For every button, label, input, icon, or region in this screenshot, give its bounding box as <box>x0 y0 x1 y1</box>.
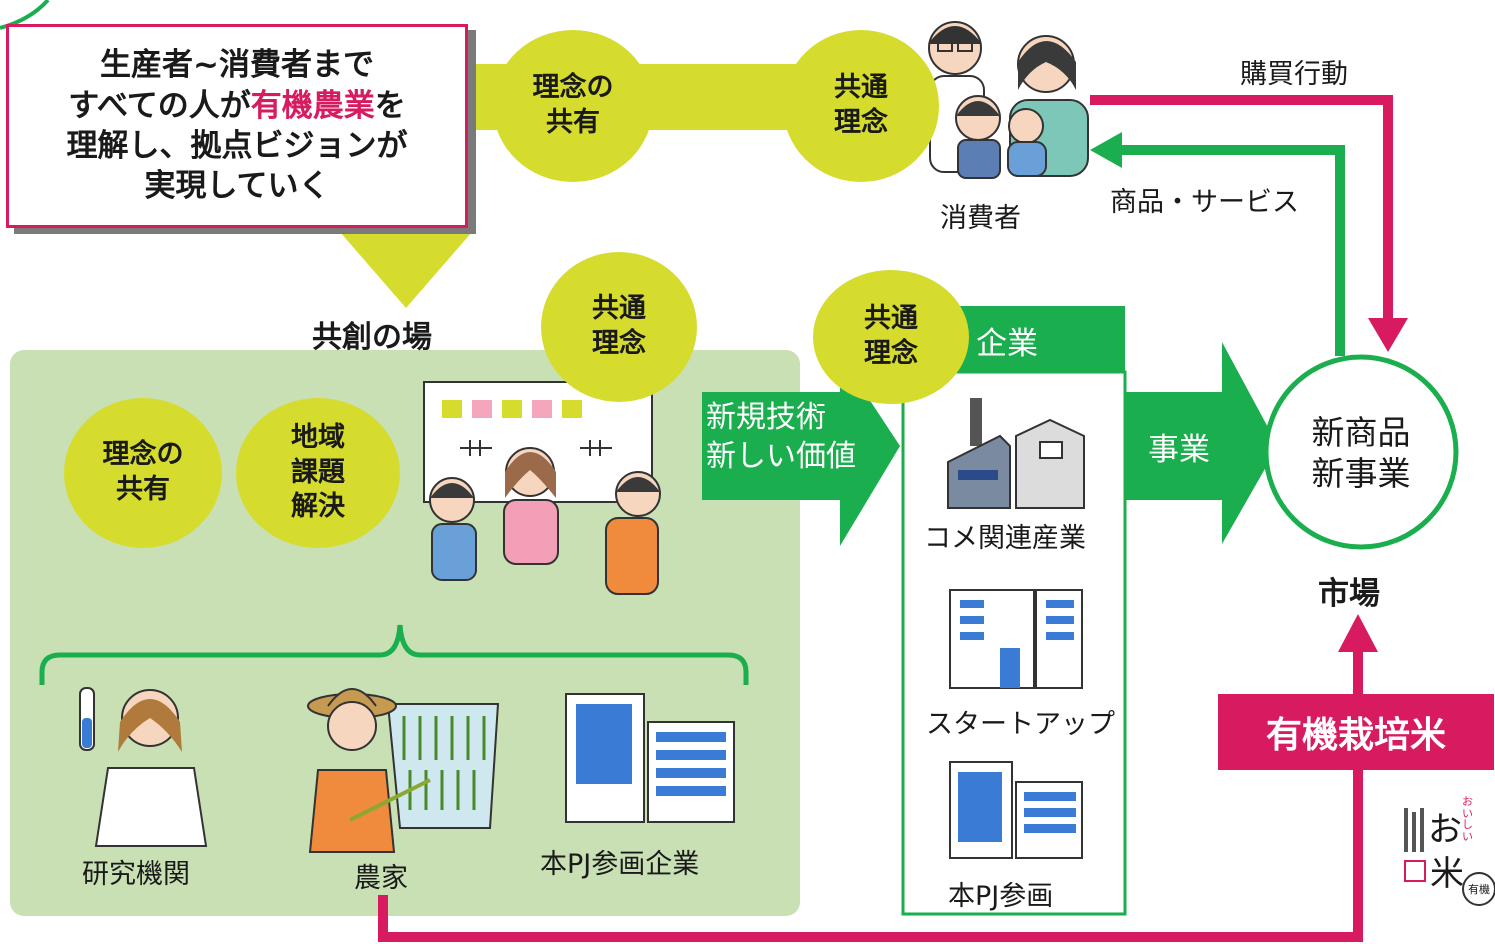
vision-down-arrow <box>340 232 472 308</box>
top-circle-share: 理念の 共有 <box>493 30 653 182</box>
company-startup: スタートアップ <box>926 709 1115 740</box>
actor-partner-company: 本PJ参画企業 <box>540 849 700 880</box>
company-rice-industry: コメ関連産業 <box>924 523 1086 554</box>
company-header-label: 企業 <box>976 326 1038 362</box>
company-participant: 本PJ参画 <box>948 881 1054 912</box>
vision-line-4: 実現していく <box>144 168 330 205</box>
vision-line-2: すべての人が有機農業を <box>68 87 406 124</box>
factory-illustration <box>947 398 1085 509</box>
logo-stamp <box>1404 860 1426 882</box>
tech-arrow-text: 新規技術 新しい価値 <box>706 398 856 476</box>
vision-line-1: 生産者~消費者まで <box>100 47 374 84</box>
panel-circle-issue: 地域 課題 解決 <box>236 398 400 548</box>
panel-circle-share: 理念の 共有 <box>64 398 222 548</box>
business-arrow-label: 事業 <box>1148 432 1210 468</box>
market-circle-text: 新商品 新事業 <box>1266 412 1456 495</box>
goods-services-label: 商品・サービス <box>1110 187 1299 218</box>
purchase-arrow <box>1090 95 1393 320</box>
business-arrow <box>1126 342 1278 544</box>
rice-logo: おいしい お 米 有機 <box>1400 794 1495 914</box>
family-illustration <box>928 21 1089 179</box>
logo-char-kome: 米 <box>1430 854 1464 894</box>
market-circle <box>1263 354 1459 550</box>
researcher-illustration <box>79 687 208 847</box>
panel-circle-common: 共通 理念 <box>541 252 697 402</box>
market-label: 市場 <box>1318 576 1380 612</box>
actors-bracket <box>39 624 749 685</box>
company-circle-common: 共通 理念 <box>813 270 969 404</box>
cocreation-title: 共創の場 <box>312 320 432 355</box>
organic-rice-badge: 有機栽培米 <box>1218 694 1494 770</box>
tech-line-1: 新規技術 <box>706 400 826 435</box>
vision-line-3: 理解し、拠点ビジョンが <box>66 128 408 164</box>
vision-box: 生産者~消費者まで すべての人が有機農業を 理解し、拠点ビジョンが 実現していく <box>6 24 468 228</box>
buy-action-label: 購買行動 <box>1240 59 1348 90</box>
corner-badge-arc <box>0 0 50 30</box>
vision-highlight: 有機農業 <box>250 87 375 124</box>
actor-researcher: 研究機関 <box>82 859 190 890</box>
farmer-illustration <box>307 688 500 853</box>
market-line-2: 新事業 <box>1311 454 1411 494</box>
organic-rice-arrow <box>378 648 1363 942</box>
workshop-illustration <box>423 381 661 595</box>
logo-small-text: おいしい <box>1462 795 1473 843</box>
consumer-label: 消費者 <box>940 203 1021 234</box>
startup-building-illustration <box>949 589 1083 689</box>
logo-char-o: お <box>1428 810 1462 850</box>
participant-building-illustration <box>949 761 1083 859</box>
logo-organic-badge: 有機 <box>1462 872 1495 906</box>
partner-building-illustration <box>565 693 735 823</box>
tech-line-2: 新しい価値 <box>706 439 856 474</box>
actor-farmer: 農家 <box>354 863 408 894</box>
tech-arrow <box>702 355 900 546</box>
goods-arrow <box>1110 145 1345 356</box>
top-circle-common: 共通 理念 <box>783 30 939 182</box>
market-line-1: 新商品 <box>1311 413 1411 452</box>
